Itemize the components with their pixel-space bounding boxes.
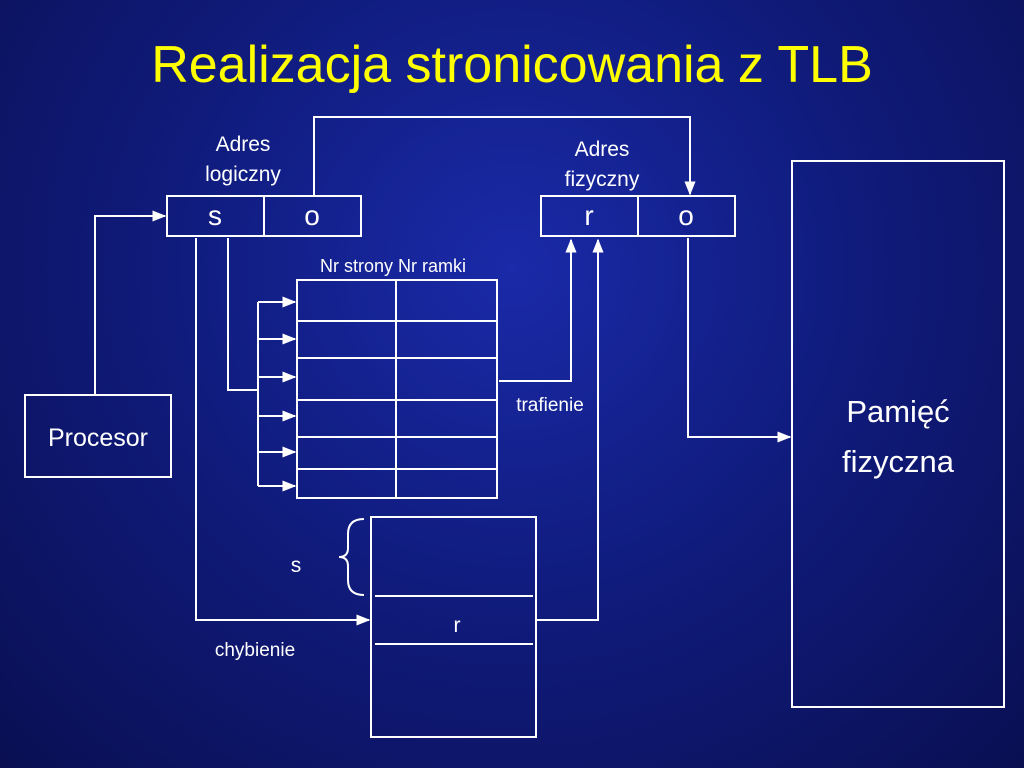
tlb-miss-label: chybienie (215, 640, 295, 661)
slide-title: Realizacja stronicowania z TLB (151, 36, 873, 94)
logical-offset-cell (263, 195, 362, 237)
logical-address-caption-line1: Adres (216, 133, 271, 156)
tlb-hit-label: trafienie (516, 395, 584, 416)
offset-copy-arrow (313, 116, 696, 196)
tlb-table (296, 279, 498, 499)
logical-address-caption-line2: logiczny (205, 163, 281, 186)
page-table-entry-label: r (454, 614, 461, 637)
page-table-to-frame-arrow (536, 238, 604, 621)
physical-address-to-memory-arrow (687, 238, 792, 443)
page-table-index-brace (338, 518, 365, 596)
physical-frame-field: r (584, 200, 593, 231)
processor-to-logical-arrow (94, 210, 167, 395)
physical-offset-field: o (678, 200, 694, 231)
processor-box (24, 394, 172, 478)
physical-memory-box (791, 160, 1005, 708)
page-table-outline (370, 516, 537, 738)
page-table-index-label: s (291, 554, 302, 577)
physical-address-caption-line2: fizyczny (565, 168, 640, 191)
processor-label: Procesor (48, 424, 148, 452)
page-table (370, 516, 537, 738)
logical-address-register (166, 195, 362, 237)
logical-offset-field: o (304, 200, 320, 231)
physical-address-register (540, 195, 736, 237)
tlb-hit-arrow (499, 238, 577, 382)
page-number-to-tlb-line (227, 238, 258, 391)
physical-memory-label-line2: fizyczna (842, 444, 955, 479)
miss-path-arrow (195, 238, 371, 626)
physical-address-caption-line1: Adres (575, 138, 630, 161)
tlb-header: Nr strony Nr ramki (320, 256, 466, 276)
physical-memory-label-line1: Pamięć (846, 394, 949, 429)
logical-page-field: s (208, 200, 222, 231)
physical-offset-cell (637, 195, 736, 237)
